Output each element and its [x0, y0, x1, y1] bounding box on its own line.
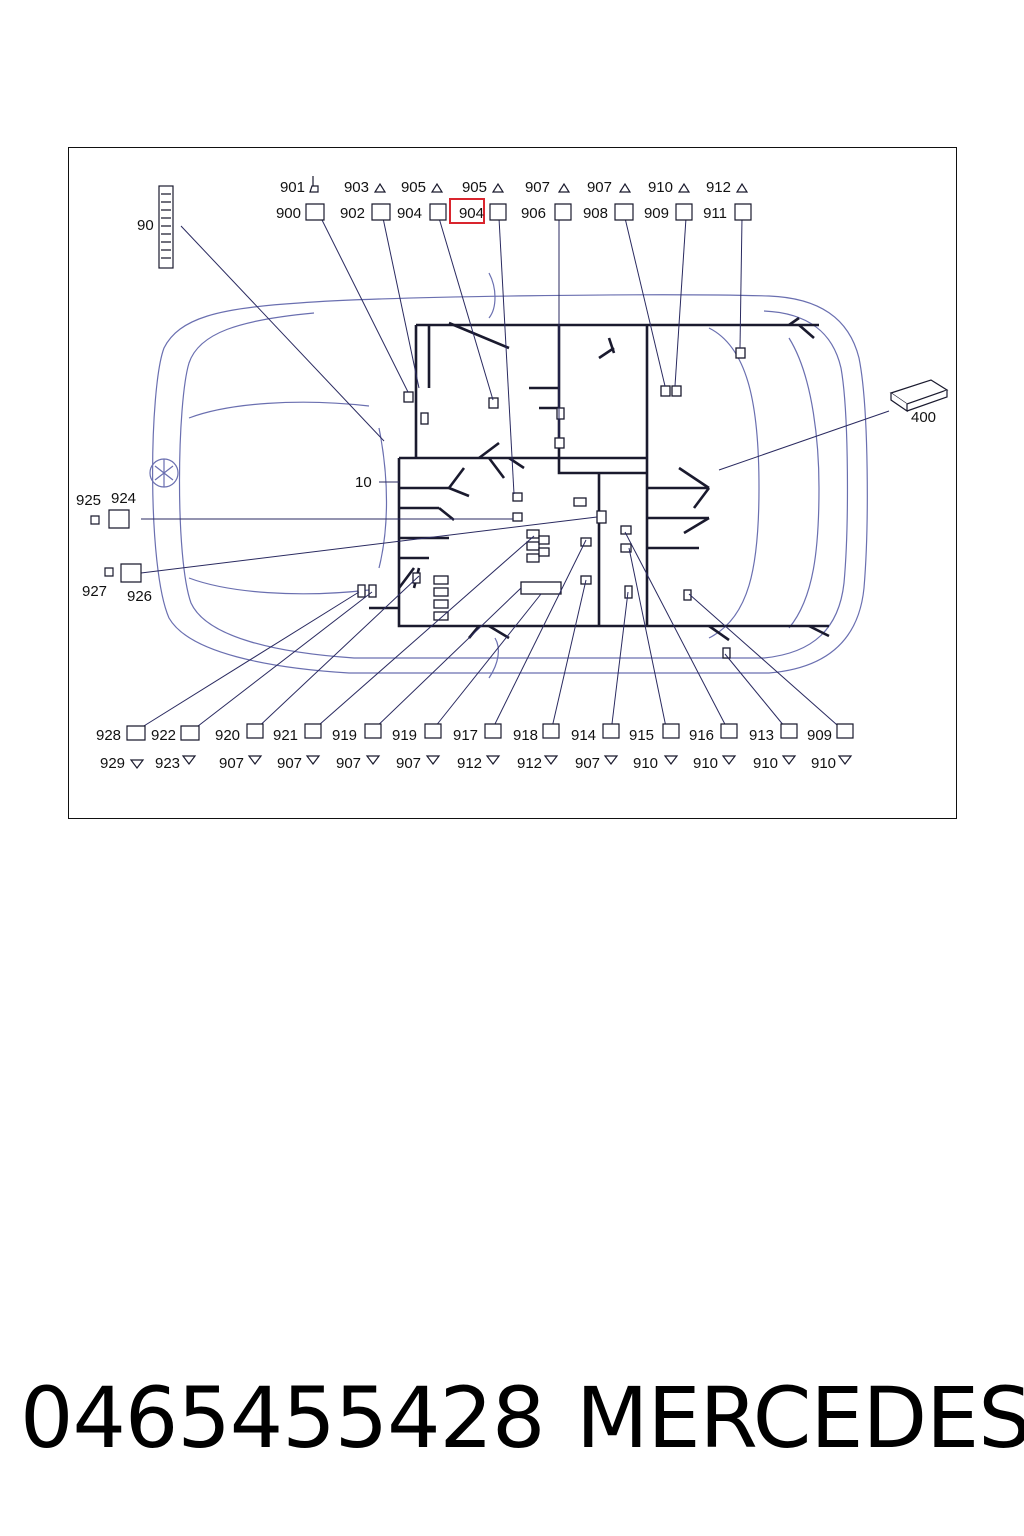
callout-label-bottom-lower: 910 [693, 755, 718, 772]
callout-label-top-lower: 902 [340, 205, 365, 222]
callout-label-bottom-upper: 928 [96, 727, 121, 744]
callout-label-bottom-lower: 910 [633, 755, 658, 772]
callout-labels: 901 903 905 905 907 907 910 912 900 902 904 904 906 9… [76, 179, 936, 772]
highlight-box [449, 198, 485, 224]
callout-label-top-lower: 908 [583, 205, 608, 222]
connector-blocks [357, 347, 746, 659]
callout-label-bottom-upper: 919 [392, 727, 417, 744]
callout-label-bottom-upper: 909 [807, 727, 832, 744]
callout-label-bottom-lower: 929 [100, 755, 125, 772]
callout-label-bottom-lower: 907 [575, 755, 600, 772]
callout-label-side: 10 [355, 474, 372, 491]
callout-label-bottom-lower: 910 [753, 755, 778, 772]
callout-label-bottom-lower: 923 [155, 755, 180, 772]
fuse-box [158, 185, 174, 269]
callout-label-bottom-upper: 915 [629, 727, 654, 744]
callout-label-bottom-upper: 920 [215, 727, 240, 744]
callout-leader-lines [130, 217, 890, 735]
callout-label-top-upper: 912 [706, 179, 731, 196]
callout-label-top-lower: 909 [644, 205, 669, 222]
wiring-diagram-frame: 901 903 905 905 907 907 910 912 900 902 904 904 906 9… [68, 147, 957, 819]
callout-label-bottom-upper: 921 [273, 727, 298, 744]
callout-label-bottom-upper: 916 [689, 727, 714, 744]
callout-label-side: 926 [127, 588, 152, 605]
callout-label-bottom-upper: 919 [332, 727, 357, 744]
wiring-harness [369, 316, 830, 642]
callout-label-top-lower: 904 [397, 205, 422, 222]
callout-label-bottom-upper: 922 [151, 727, 176, 744]
callout-label-top-upper: 907 [587, 179, 612, 196]
callout-label-bottom-upper: 917 [453, 727, 478, 744]
callout-label-bottom-upper: 913 [749, 727, 774, 744]
callout-label-bottom-lower: 907 [336, 755, 361, 772]
connector-pictograms [90, 176, 854, 769]
callout-label-top-lower: 911 [703, 205, 727, 222]
wiring-diagram: 901 903 905 905 907 907 910 912 900 902 904 904 906 9… [76, 176, 949, 772]
callout-label-side: 924 [111, 490, 136, 507]
control-unit-module [889, 379, 949, 413]
callout-label-bottom-lower: 907 [219, 755, 244, 772]
callout-label-bottom-lower: 912 [457, 755, 482, 772]
callout-label-bottom-lower: 912 [517, 755, 542, 772]
callout-label-bottom-upper: 914 [571, 727, 596, 744]
callout-label-bottom-lower: 907 [277, 755, 302, 772]
callout-label-side: 925 [76, 492, 101, 509]
brand-name: MERCEDES [576, 1369, 1024, 1467]
car-body-outline [149, 272, 868, 679]
callout-label-side: 927 [82, 583, 107, 600]
callout-label-bottom-lower: 907 [396, 755, 421, 772]
callout-label-top-upper: 910 [648, 179, 673, 196]
callout-label-top-lower: 906 [521, 205, 546, 222]
callout-label-top-lower: 900 [276, 205, 301, 222]
highlighted-label: 904 [459, 205, 484, 222]
callout-label-top-upper: 905 [401, 179, 426, 196]
callout-label-side: 400 [911, 409, 936, 426]
part-number: 0465455428 [20, 1369, 545, 1467]
callout-label-top-upper: 905 [462, 179, 487, 196]
callout-label-bottom-lower: 910 [811, 755, 836, 772]
callout-label-top-upper: 901 [280, 179, 305, 196]
callout-label-side: 90 [137, 217, 154, 234]
callout-label-top-upper: 903 [344, 179, 369, 196]
callout-label-top-upper: 907 [525, 179, 550, 196]
callout-label-bottom-upper: 918 [513, 727, 538, 744]
